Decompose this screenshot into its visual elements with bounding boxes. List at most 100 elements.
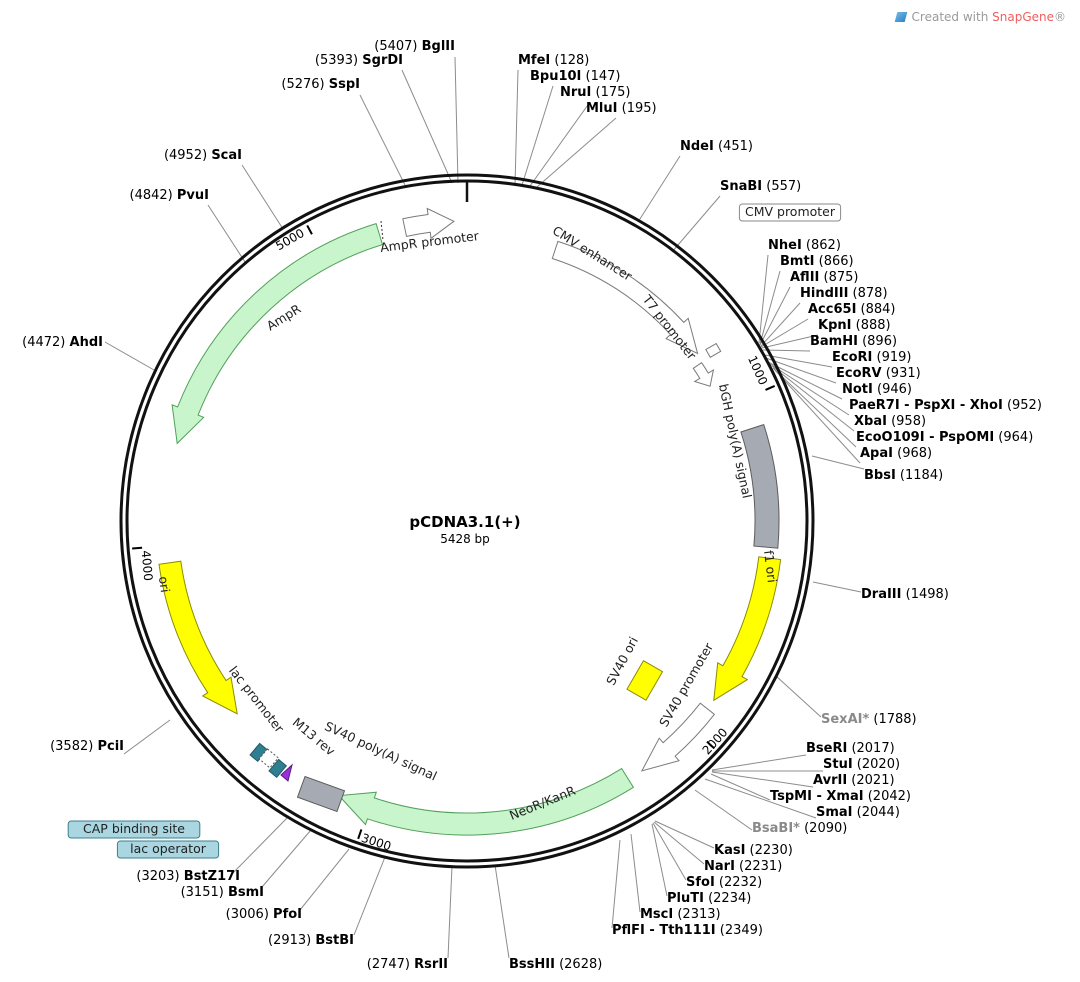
- ampr-arrow: [171, 222, 384, 445]
- site-bpu10i: Bpu10I (147): [530, 69, 621, 84]
- site-leader-bseri: [711, 754, 807, 771]
- site-leader-bbsi: [811, 455, 865, 470]
- site-leader-kasi: [654, 820, 715, 849]
- site-leader-bamhi: [762, 349, 811, 352]
- site-leader-ahdi: [104, 341, 155, 371]
- site-nhei: NheI (862): [768, 238, 841, 253]
- site-acc65i: Acc65I (884): [808, 302, 896, 317]
- site-leader-noti: [767, 361, 843, 400]
- feature-label-cap-binding-site-box: [67, 820, 201, 839]
- site-pluti: PluTI (2234): [667, 891, 751, 906]
- site-leader-nrui: [529, 101, 591, 187]
- cmv-enhancer-arrow: [551, 240, 699, 355]
- site-leader-scai: [241, 164, 284, 230]
- site-leader-pflfi-tth111i: [611, 839, 621, 929]
- credit-brand: SnapGene: [992, 10, 1054, 24]
- site-leader-snabi: [671, 195, 721, 253]
- tick-5000: [306, 224, 313, 235]
- site-leader-tspmi-xmai: [710, 773, 771, 801]
- site-leader-hindiii: [760, 302, 801, 347]
- site-bsmi: (3151) BsmI: [181, 885, 264, 900]
- site-sexai: SexAI* (1788): [821, 712, 917, 727]
- site-msci: MscI (2313): [640, 907, 721, 922]
- site-leader-nari: [653, 821, 705, 865]
- feature-label-cmv-promoter: CMV promoter: [745, 204, 836, 219]
- lac-operator-mark: [268, 758, 288, 779]
- site-pfoi: (3006) PfoI: [226, 907, 302, 922]
- site-sfoi: SfoI (2232): [686, 875, 762, 890]
- site-leader-acc65i: [760, 318, 809, 348]
- site-ecorv: EcoRV (931): [836, 366, 921, 381]
- feature-label-lac-operator-box: [116, 840, 220, 859]
- tick-label-4000: 4000: [139, 550, 156, 582]
- site-bseri: BseRI (2017): [806, 741, 895, 756]
- tick-2000: [706, 740, 716, 750]
- site-leader-draiii: [812, 581, 862, 593]
- credit-suffix: ®: [1054, 10, 1066, 24]
- site-leader-xbai: [771, 365, 855, 432]
- site-leader-bglii: [454, 56, 459, 184]
- site-leader-bpu10i: [521, 85, 554, 186]
- site-bmti: BmtI (866): [780, 254, 854, 269]
- t7-small-arrow: [705, 342, 722, 359]
- site-leader-pfoi: [299, 848, 350, 911]
- ampr-promoter-divider: [380, 220, 384, 241]
- site-leader-msci: [630, 833, 641, 913]
- site-bglii: (5407) BglII: [374, 39, 455, 54]
- site-bstz17i: (3203) BstZ17I: [136, 869, 240, 884]
- site-rsrii: (2747) RsrII: [367, 957, 448, 972]
- site-bamhi: BamHI (896): [810, 334, 897, 349]
- site-draiii: DraIII (1498): [861, 587, 949, 602]
- site-noti: NotI (946): [842, 382, 912, 397]
- ori-arrow: [158, 560, 238, 715]
- feature-arrows: [158, 207, 782, 836]
- site-leader-kpni: [761, 334, 819, 349]
- site-leader-mlui: [536, 117, 617, 188]
- site-ndei: NdeI (451): [680, 139, 753, 154]
- site-leader-smai: [704, 778, 817, 819]
- site-hindiii: HindIII (878): [800, 286, 888, 301]
- plasmid-name: pCDNA3.1(+): [409, 513, 520, 531]
- site-bstbi: (2913) BstBI: [268, 933, 354, 948]
- sv40-promoter-arrow: [640, 702, 716, 772]
- site-bsshii: BssHII (2628): [509, 957, 602, 972]
- site-leader-pluti: [651, 823, 668, 897]
- f1-ori-arrow: [713, 556, 782, 702]
- site-stui: StuI (2020): [823, 757, 900, 772]
- site-leader-ecoo109i-pspomi: [772, 367, 857, 448]
- sv40-polya-box: [296, 775, 346, 813]
- site-leader-bmti: [759, 270, 781, 345]
- sv40-ori-box: [626, 659, 664, 701]
- m13-rev-mark: [280, 763, 293, 782]
- site-leader-bsmi: [261, 829, 312, 888]
- tick-3000: [357, 829, 363, 840]
- t7-promoter-arrow: [692, 362, 715, 387]
- site-leader-bsabi: [694, 789, 753, 831]
- site-aflii: AflII (875): [790, 270, 858, 285]
- site-leader-rsrii: [447, 865, 453, 959]
- site-bbsi: BbsI (1184): [864, 468, 943, 483]
- site-mfei: MfeI (128): [518, 53, 589, 68]
- ampr-promoter-arrow: [402, 207, 455, 240]
- site-sspi: (5276) SspI: [281, 77, 360, 92]
- site-ecori: EcoRI (919): [832, 350, 911, 365]
- site-mlui: MluI (195): [586, 101, 657, 116]
- site-leader-nhei: [758, 254, 769, 344]
- site-pvui: (4842) PvuI: [130, 188, 209, 203]
- site-kasi: KasI (2230): [714, 843, 793, 858]
- site-sgrdi: (5393) SgrDI: [315, 53, 403, 68]
- site-smai: SmaI (2044): [816, 805, 900, 820]
- site-leader-bstz17i: [231, 815, 290, 875]
- site-leader-sspi: [359, 94, 406, 186]
- site-leader-ndei: [637, 155, 681, 223]
- site-leader-sfoi: [652, 822, 687, 881]
- site-leader-avrii: [711, 771, 814, 788]
- site-avrii: AvrII (2021): [813, 773, 895, 788]
- feature-label-cap-binding-site: CAP binding site: [83, 821, 185, 836]
- site-scai: (4952) ScaI: [164, 148, 242, 163]
- plasmid-length: 5428 bp: [440, 532, 490, 546]
- site-leader-bstbi: [353, 856, 386, 936]
- feature-label-f1-ori: f1 ori: [761, 549, 780, 583]
- site-leader-ecori: [764, 354, 833, 368]
